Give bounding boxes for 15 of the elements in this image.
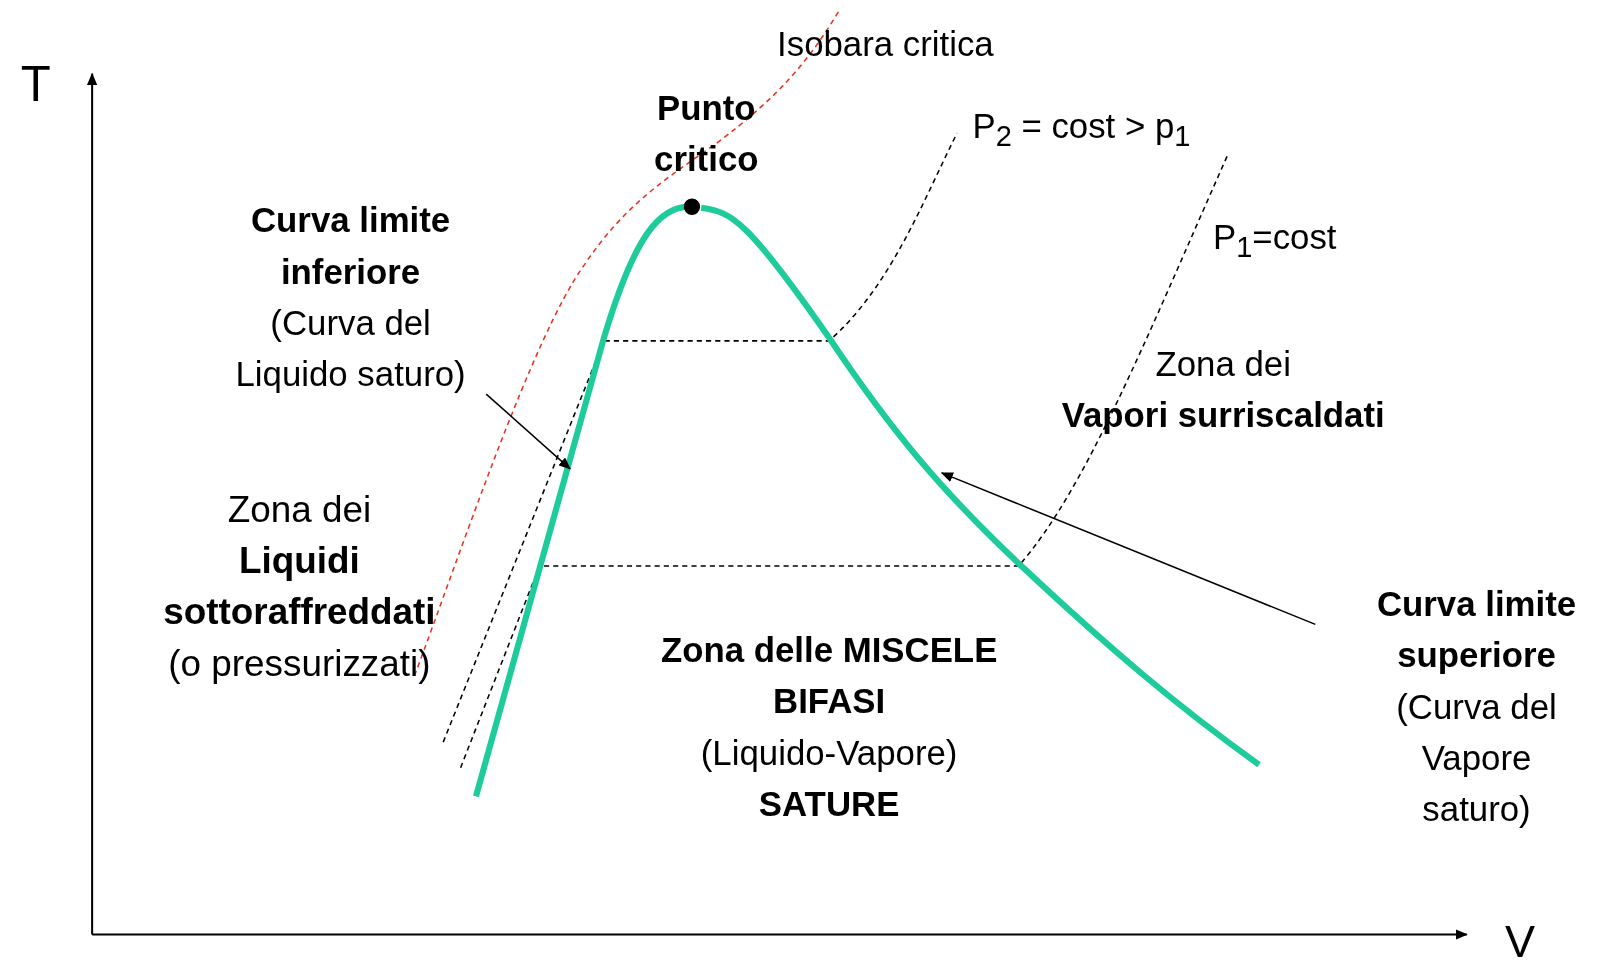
curve-description: (Curva del Vapore saturo) — [1395, 685, 1558, 831]
zone-label: Zona dei Vapori surriscaldati — [1060, 342, 1386, 436]
axis-label: V — [1504, 916, 1537, 960]
leader-line — [940, 472, 1317, 626]
zone-label: Zona delle MISCELE BIFASI (Liquido-Vapore) SATURE — [659, 629, 999, 825]
curve-title: Curva limite superiore — [1375, 583, 1578, 677]
zone-label: Zona dei Liquidi sottoraffreddati (o pressurizzati) — [162, 487, 437, 686]
isobar-label: Isobara critica — [776, 23, 995, 66]
critical-point-label: Punto critico — [653, 87, 760, 181]
axis-label: T — [19, 59, 52, 111]
leader-line — [485, 393, 571, 470]
curve-description: (Curva del Liquido saturo) — [234, 302, 467, 396]
isobar-label: P$_{1}$=cost — [1212, 216, 1338, 265]
curve-title: Curva limite inferiore — [249, 199, 452, 293]
isobar-label: P$_{2}$ = cost > p$_{1}$ — [972, 105, 1192, 155]
